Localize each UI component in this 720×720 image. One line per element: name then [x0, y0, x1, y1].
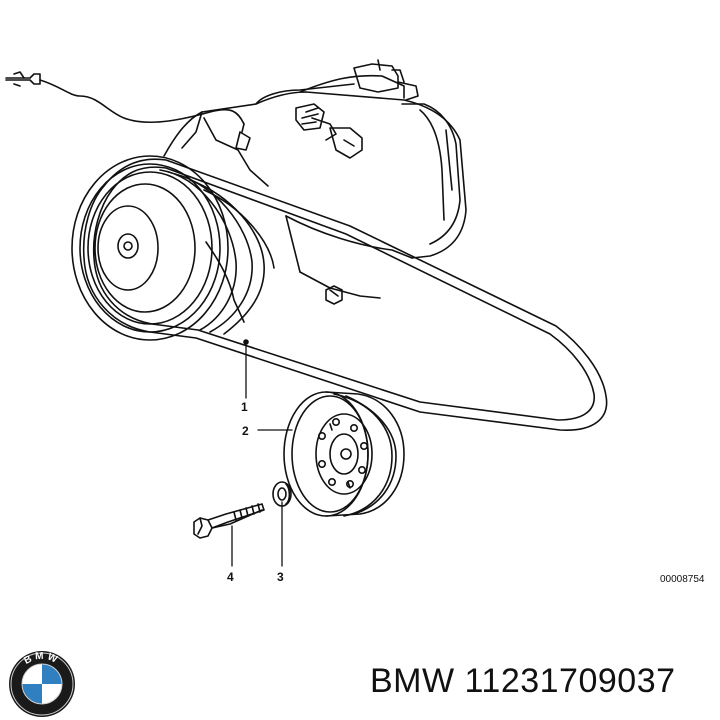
wire-connector [5, 71, 245, 125]
bmw-logo-icon: BMW [9, 651, 75, 717]
leader-lines [231, 341, 293, 567]
compressor-clutch-pulley [71, 155, 275, 341]
bolt [193, 503, 265, 539]
compressor-body [163, 59, 467, 323]
callout-3: 3 [277, 570, 284, 584]
logo-text: BMW [22, 651, 58, 667]
callout-1: 1 [241, 400, 248, 414]
drive-belt [82, 158, 608, 431]
part-caption: BMW 11231709037 [370, 662, 676, 700]
washer [272, 481, 292, 507]
drawing-number: 00008754 [660, 574, 705, 585]
callout-4: 4 [227, 570, 234, 584]
callout-2: 2 [242, 424, 249, 438]
leader-dot [243, 339, 249, 345]
crankshaft-pulley [283, 391, 405, 517]
svg-text:BMW: BMW [22, 651, 61, 667]
